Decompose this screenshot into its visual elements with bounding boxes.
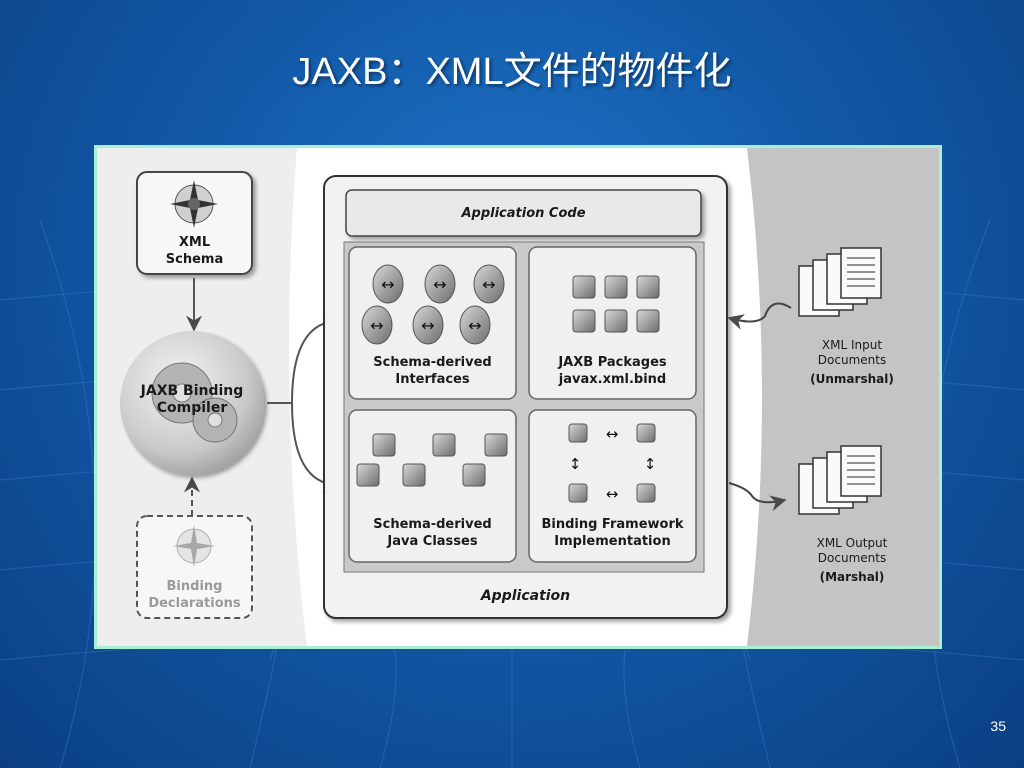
interface-icon: ↔: [459, 305, 491, 345]
binding-declarations-label-line1: Binding: [166, 579, 223, 594]
svg-text:↔: ↔: [433, 275, 446, 294]
xml-output-label-line2: Documents: [817, 551, 887, 565]
arrow-icon: ↔: [606, 425, 619, 443]
schema-classes-label-line1: Schema-derived: [373, 517, 492, 532]
svg-text:↔: ↔: [370, 316, 383, 335]
compiler-label-line1: JAXB Binding: [140, 383, 244, 399]
arrow-icon: ↕: [569, 455, 582, 473]
cube-icon: [568, 423, 588, 443]
binding-compiler-node: [120, 331, 264, 475]
schema-interfaces-label-line1: Schema-derived: [373, 355, 492, 370]
jaxb-architecture-figure: ↔ ↔ ↔ ↔ ↔ ↔: [94, 145, 942, 649]
interface-icon: ↔: [361, 305, 393, 345]
diagram-canvas: ↔ ↔ ↔ ↔ ↔ ↔: [97, 148, 939, 646]
xml-input-label: XML Input Documents (Unmarshal): [777, 338, 927, 387]
jaxb-packages-label-line2: javax.xml.bind: [558, 372, 667, 387]
compass-icon: [173, 525, 215, 567]
xml-schema-node: [136, 171, 253, 275]
interface-icon: ↔: [372, 264, 404, 304]
application-code-box: [345, 189, 702, 237]
svg-text:↔: ↔: [482, 275, 495, 294]
cube-icon: [604, 309, 628, 333]
interface-icon: ↔: [424, 264, 456, 304]
cube-icon: [372, 433, 396, 457]
jaxb-packages-label: JAXB Packages javax.xml.bind: [529, 354, 696, 388]
binding-framework-label: Binding Framework Implementation: [529, 516, 696, 550]
interface-icons: ↔ ↔ ↔ ↔ ↔ ↔: [361, 264, 505, 345]
cube-icon: [568, 483, 588, 503]
cube-icon: [402, 463, 426, 487]
xml-schema-label-line2: Schema: [165, 252, 224, 267]
schema-classes-label-line2: Java Classes: [387, 534, 478, 549]
cube-icon: [432, 433, 456, 457]
xml-input-label-line3: (Unmarshal): [810, 372, 894, 386]
jaxb-packages-label-line1: JAXB Packages: [558, 355, 667, 370]
schema-classes-label: Schema-derived Java Classes: [349, 516, 516, 550]
xml-input-label-line2: Documents: [817, 353, 887, 367]
xml-schema-label: XML Schema: [137, 234, 252, 268]
right-area: [747, 148, 939, 646]
class-icons: [356, 433, 508, 487]
cube-icon: [636, 275, 660, 299]
arrow-icon: ↕: [644, 455, 657, 473]
binding-framework-label-line1: Binding Framework: [541, 517, 684, 532]
svg-text:↔: ↔: [381, 275, 394, 294]
binding-declarations-label-line2: Declarations: [148, 596, 241, 611]
binding-declarations-label: Binding Declarations: [137, 578, 252, 612]
arrow-icon: ↔: [606, 485, 619, 503]
compiler-label-line2: Compiler: [156, 400, 228, 416]
xml-input-label-line1: XML Input: [821, 338, 883, 352]
cube-icon: [636, 309, 660, 333]
svg-text:↔: ↔: [468, 316, 481, 335]
slide-title: JAXB：XML文件的物件化: [292, 51, 732, 93]
binding-framework-label-line2: Implementation: [554, 534, 671, 549]
cube-icon: [484, 433, 508, 457]
package-icons: [572, 275, 660, 333]
xml-output-label-line3: (Marshal): [819, 570, 885, 584]
application-label: Application: [480, 588, 571, 604]
interface-icon: ↔: [473, 264, 505, 304]
xml-output-documents: [728, 445, 882, 515]
gear-icon: [151, 362, 238, 443]
cube-icon: [356, 463, 380, 487]
framework-box: [528, 409, 697, 563]
xml-input-documents: [727, 247, 882, 330]
cube-icon: [604, 275, 628, 299]
interface-icon: ↔: [412, 305, 444, 345]
compass-icon: [170, 180, 218, 228]
svg-text:↔: ↔: [421, 316, 434, 335]
binding-declarations-node: [136, 515, 253, 619]
xml-output-label: XML Output Documents (Marshal): [777, 536, 927, 585]
cube-icon: [572, 309, 596, 333]
slide-number: 35: [990, 718, 1006, 734]
framework-icons: ↔ ↔ ↕ ↕: [568, 423, 657, 503]
document-stack-icon: [798, 445, 882, 515]
schema-interfaces-label-line2: Interfaces: [395, 372, 470, 387]
schema-interfaces-label: Schema-derived Interfaces: [349, 354, 516, 388]
xml-schema-label-line1: XML: [178, 235, 211, 250]
cube-icon: [636, 423, 656, 443]
cube-icon: [636, 483, 656, 503]
cube-icon: [462, 463, 486, 487]
compiler-label: JAXB Binding Compiler: [117, 383, 267, 417]
xml-output-label-line1: XML Output: [816, 536, 888, 550]
application-code-label: Application Code: [461, 206, 586, 221]
cube-icon: [572, 275, 596, 299]
